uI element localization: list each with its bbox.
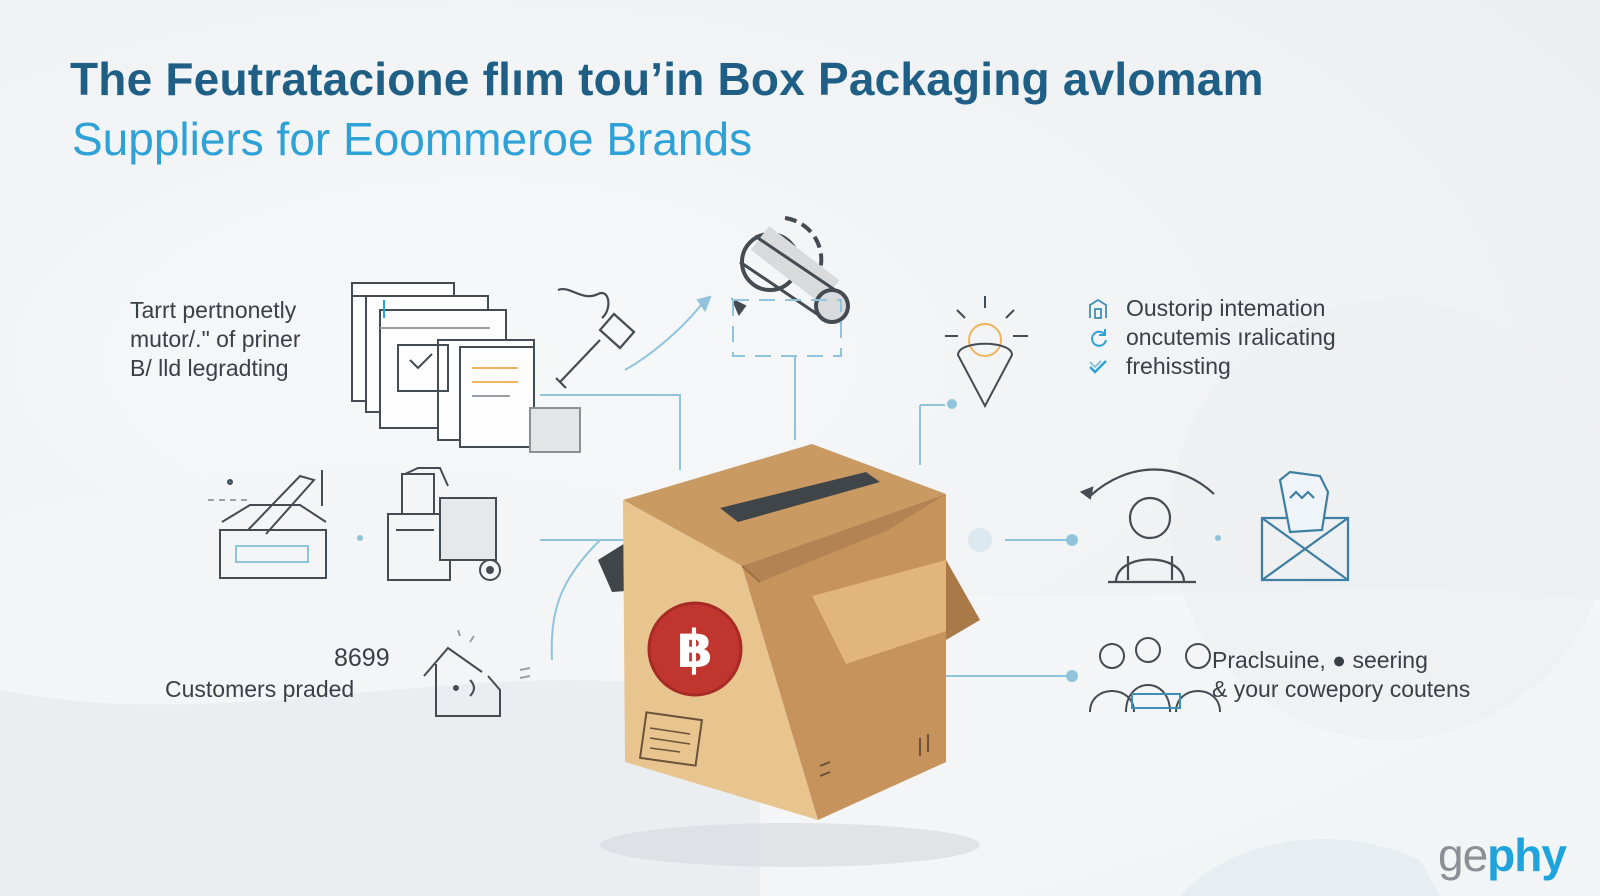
brand-logo: gephy (1438, 828, 1567, 882)
parcel-icon (1260, 470, 1350, 582)
left-line-3: B/ lld legradting (130, 355, 289, 381)
building-icon (1089, 298, 1107, 319)
left-line-2: mutor/." of priner (130, 326, 301, 352)
documents-icon (351, 282, 581, 453)
list-item: oncutemis ıralicating (1086, 323, 1336, 352)
wrench-icon (555, 287, 636, 389)
bitcoin-symbol: ฿ (677, 620, 713, 680)
right-feature-list: Oustorip intemation oncutemis ıralicatin… (1086, 294, 1336, 381)
check-icon (1089, 359, 1107, 374)
right-item-1: Oustorip intemation (1126, 295, 1326, 321)
bottom-right-text: Praclsuine, ● seering & your cowepory co… (1212, 646, 1470, 704)
bottom-right-line-1: Praclsuine, ● seering (1212, 647, 1428, 673)
house-icon (423, 629, 531, 717)
left-line-1: Tarrt pertnonetly (130, 297, 297, 323)
right-item-2: oncutemis ıralicating (1126, 324, 1336, 350)
right-item-3: frehissting (1126, 353, 1231, 379)
list-item: Oustorip intemation (1086, 294, 1336, 323)
logo-part-1: ge (1438, 829, 1488, 881)
bottom-right-line-2: & your cowepory coutens (1212, 676, 1471, 702)
logo-part-2: phy (1487, 829, 1567, 881)
page-title: The Feutratacione flım tou’in Box Packag… (70, 53, 1264, 105)
left-feature-text: Tarrt pertnonetly mutor/." of priner B/ … (130, 296, 301, 383)
person-icon (1079, 468, 1215, 584)
box-cutter-icon (208, 470, 327, 579)
lightbulb-icon (945, 296, 1028, 409)
team-icon (1089, 637, 1221, 713)
customer-count-label: Customers praded (165, 676, 355, 702)
page-subtitle: Suppliers for Eoommeroe Brands (72, 113, 753, 165)
refresh-icon (1091, 328, 1107, 347)
list-item: frehissting (1086, 352, 1336, 381)
tape-roll-icon (731, 216, 850, 357)
bitcoin-emblem: ฿ (647, 601, 743, 697)
printer-icon (387, 467, 501, 581)
customer-count: 8699 (334, 644, 390, 672)
